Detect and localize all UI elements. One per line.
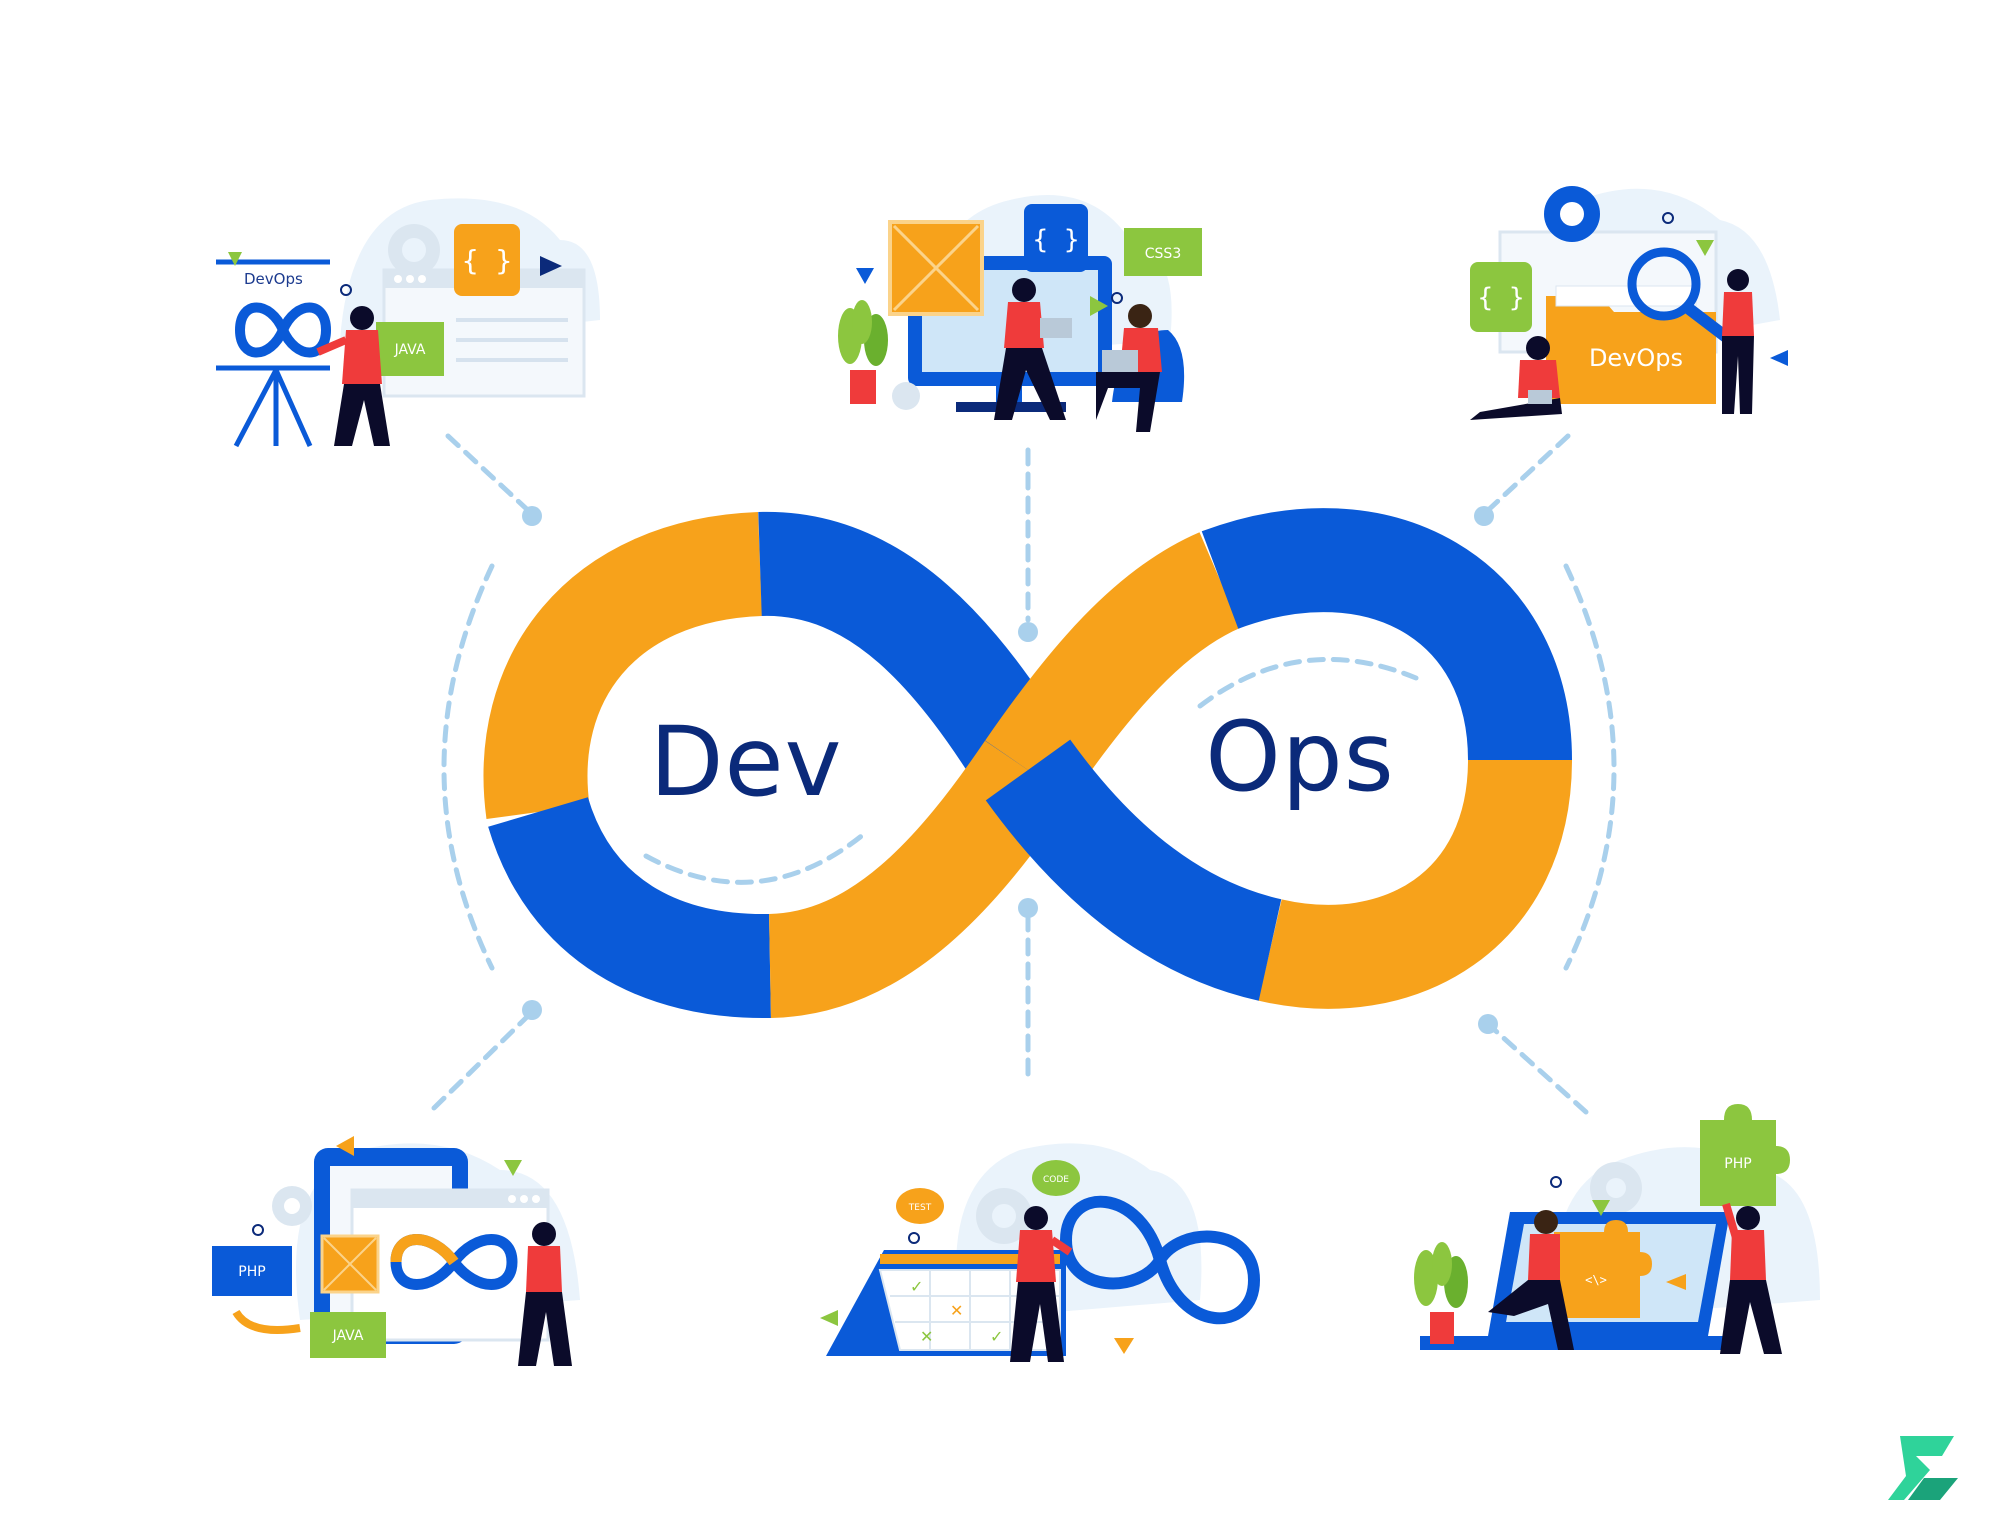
connector-top-right (1481, 433, 1571, 517)
connector-arc-right (1563, 563, 1617, 971)
speech-bubble-code: CODE (1032, 1160, 1080, 1196)
person-standing (1010, 1206, 1073, 1362)
person-standing-laptop (994, 278, 1072, 420)
braces-icon: { } (1478, 283, 1525, 313)
arrow-icon (232, 1309, 301, 1334)
infinity-segment-cross-orange-high (985, 532, 1242, 800)
braces-icon: { } (462, 244, 513, 277)
braces-card (1024, 204, 1088, 272)
infinity-icon (483, 508, 1572, 1019)
play-icon (540, 256, 562, 276)
gear-icon (1544, 186, 1600, 242)
plant-icon (838, 300, 888, 404)
svg-text:TEST: TEST (908, 1203, 932, 1213)
connectors (431, 433, 1617, 1115)
infinity-segment-left-top (483, 512, 764, 819)
svg-text:✓: ✓ (990, 1327, 1003, 1346)
person-running (1488, 1210, 1574, 1350)
tripod-icon (233, 368, 313, 448)
logo-icon (1888, 1436, 1958, 1500)
calendar-icon: ✓ ✕ ✕ ✓ ✓ (826, 1250, 1066, 1356)
person-standing (1720, 1202, 1782, 1354)
connector-inner-right (1197, 656, 1419, 709)
css3-label: CSS3 (1145, 246, 1181, 262)
infinity-segment-left-bottom (488, 795, 771, 1019)
braces-card (454, 224, 520, 296)
folder-label: DevOps (1589, 344, 1683, 372)
java-card (376, 322, 444, 376)
svg-text:✕: ✕ (950, 1301, 963, 1320)
speech-bubble-test: TEST (896, 1188, 944, 1224)
gear-icon (388, 224, 440, 276)
svg-text:✓: ✓ (910, 1277, 923, 1296)
person-presenter (316, 306, 390, 446)
connector-arc-left (441, 563, 495, 971)
gear-icon (976, 1188, 1032, 1244)
puzzle-icon: PHP (1700, 1104, 1790, 1206)
braces-card (1470, 262, 1532, 332)
scene-bottom-right: <\> PHP (1414, 1104, 1820, 1354)
person-standing (1722, 269, 1754, 414)
java-label: JAVA (394, 342, 426, 358)
ops-word: Ops (1205, 701, 1395, 813)
braces-icon: { } (1033, 225, 1080, 255)
person-standing (518, 1222, 572, 1366)
svg-text:<\>: <\> (1585, 1273, 1607, 1287)
scene-top-center: { } CSS3 (838, 195, 1202, 432)
person-sitting (1470, 336, 1562, 420)
folder-icon (1546, 285, 1716, 404)
board-title: DevOps (244, 270, 303, 288)
connector-inner-left (643, 831, 867, 885)
gear-icon (892, 382, 920, 410)
php-puzzle-label: PHP (1724, 1156, 1751, 1172)
infinity-small-icon (234, 302, 332, 358)
puzzle-icon: <\> (1554, 1220, 1652, 1318)
person-sitting-laptop (1096, 304, 1185, 432)
infinity-small-icon (1059, 1195, 1261, 1325)
scene-top-left: { } DevOps JAVA (216, 198, 600, 448)
svg-text:✕: ✕ (920, 1327, 933, 1346)
plant-icon (1414, 1242, 1468, 1344)
gear-icon (272, 1186, 312, 1226)
scene-bottom-left: PHP JAVA (212, 1136, 580, 1366)
java-card (310, 1312, 386, 1358)
connector-dots (522, 506, 1498, 1034)
scene-top-right: { } DevOps (1470, 186, 1788, 420)
java-label: JAVA (332, 1328, 364, 1344)
svg-text:CODE: CODE (1043, 1175, 1069, 1185)
connector-bottom-right (1485, 1021, 1589, 1115)
infinity-segment-cross-blue (985, 739, 1283, 1001)
infinity-segment-right-bottom (1258, 758, 1572, 1009)
dev-word: Dev (650, 706, 843, 818)
connector-bottom-left (431, 1009, 535, 1111)
css3-card (1124, 228, 1202, 276)
php-label: PHP (238, 1264, 265, 1280)
infinity-segment-right-top (1201, 508, 1572, 762)
connector-top-left (445, 433, 535, 517)
php-card (212, 1246, 292, 1296)
scene-bottom-center: ✓ ✕ ✕ ✓ ✓ TEST CODE (820, 1143, 1261, 1362)
